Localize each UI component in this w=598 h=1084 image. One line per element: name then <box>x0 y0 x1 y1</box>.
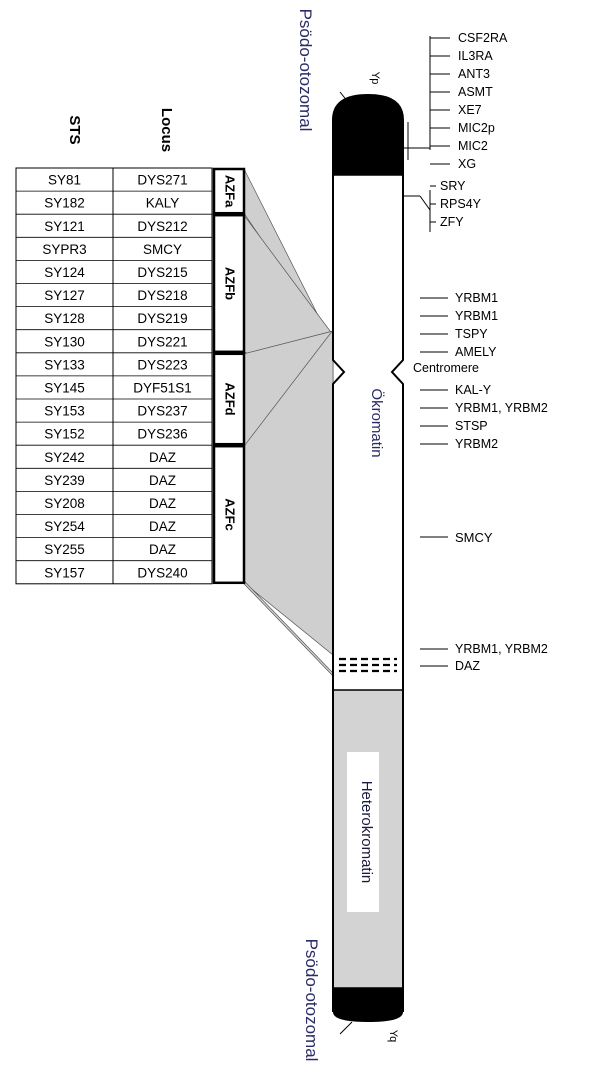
locus-cell: DAZ <box>149 542 176 557</box>
heterochromatin-label-box <box>347 752 379 912</box>
yq-label: Yq <box>387 1030 399 1042</box>
gene-label: XG <box>458 157 476 171</box>
gene-label: AMELY <box>455 345 497 359</box>
sts-cell: SY157 <box>44 565 85 580</box>
sts-cell: SY128 <box>44 311 85 326</box>
locus-cell: DYF51S1 <box>133 380 192 395</box>
gene-label: DAZ <box>455 659 480 673</box>
gene-label: TSPY <box>455 327 488 341</box>
locus-cell: SMCY <box>143 242 182 257</box>
azf-label: AZFc <box>223 498 238 531</box>
locus-cell: DAZ <box>149 496 176 511</box>
smcy-gene-label: SMCY <box>455 530 493 545</box>
chromosome-outline <box>332 120 404 1012</box>
gene-label: MIC2 <box>458 139 488 153</box>
daz-dash-marks <box>339 657 397 673</box>
gene-label: XE7 <box>458 103 482 117</box>
chromosome-top-end <box>332 93 404 121</box>
locus-cell: KALY <box>146 196 180 211</box>
gene-label: STSP <box>455 419 488 433</box>
locus-cell: DAZ <box>149 450 176 465</box>
locus-cell: DYS215 <box>137 265 187 280</box>
sts-cell: SY255 <box>44 542 85 557</box>
sts-cell: SY145 <box>44 380 85 395</box>
euchromatin-label: Ökromatin <box>368 388 386 457</box>
gene-label: MIC2p <box>458 121 495 135</box>
centromere-label: Centromere <box>413 361 479 375</box>
heterochromatin-label: Heterokromatin <box>358 781 375 884</box>
gene-label: YRBM1, YRBM2 <box>455 401 548 415</box>
azf-label: AZFa <box>223 175 238 208</box>
chromosome: Heterokromatin Ökromatin <box>332 93 404 1022</box>
sts-column-header: STS <box>66 115 83 144</box>
sts-cell: SY130 <box>44 334 85 349</box>
pseudoautosomal-top-label: Psödo-otozomal <box>296 9 315 132</box>
pseudoautosomal-cap-bottom <box>333 988 403 1022</box>
azf-box-azfa <box>212 167 246 215</box>
gene-label: YRBM1 <box>455 309 498 323</box>
sry-connector-b <box>419 195 431 211</box>
sts-cell: SY242 <box>44 450 85 465</box>
sts-cell: SY133 <box>44 357 85 372</box>
sts-cell: SY182 <box>44 196 85 211</box>
sts-cell: SY121 <box>44 219 85 234</box>
locus-cell: DYS240 <box>137 565 187 580</box>
locus-cell: DYS221 <box>137 334 187 349</box>
gene-label: IL3RA <box>458 49 493 63</box>
yp-label: Yp <box>369 72 381 85</box>
locus-cell: DYS218 <box>137 288 187 303</box>
azf-label: AZFb <box>223 267 238 300</box>
locus-cell: DYS219 <box>137 311 187 326</box>
sts-cell: SY254 <box>44 519 85 534</box>
yq-pointer <box>339 1021 353 1035</box>
locus-column-header: Locus <box>158 108 175 152</box>
sts-cell: SY239 <box>44 473 85 488</box>
sts-cell: SYPR3 <box>42 242 86 257</box>
gene-label: ASMT <box>458 85 493 99</box>
sts-cell: SY152 <box>44 427 85 442</box>
gene-label: YRBM2 <box>455 437 498 451</box>
azf-label: AZFd <box>223 382 238 415</box>
gene-label: CSF2RA <box>458 31 508 45</box>
gene-label: ZFY <box>440 215 464 229</box>
sts-cell: SY81 <box>48 173 81 188</box>
gene-label: KAL-Y <box>455 383 492 397</box>
gene-label: YRBM1, YRBM2 <box>455 642 548 656</box>
sts-cell: SY124 <box>44 265 85 280</box>
locus-cell: DYS223 <box>137 357 187 372</box>
azf-box-azfc <box>212 444 246 585</box>
yp-pointer <box>339 91 349 103</box>
sts-cell: SY208 <box>44 496 85 511</box>
locus-cell: DYS212 <box>137 219 187 234</box>
gene-label: YRBM1 <box>455 291 498 305</box>
pseudoautosomal-bottom-label: Psödo-otozomal <box>302 939 321 1062</box>
gene-label: RPS4Y <box>440 197 482 211</box>
gene-label: SRY <box>440 179 466 193</box>
locus-cell: DYS237 <box>137 404 187 419</box>
pseudoautosomal-cap-top <box>333 95 403 175</box>
locus-cell: DYS236 <box>137 427 187 442</box>
sts-cell: SY127 <box>44 288 85 303</box>
deletion-projections <box>243 168 334 677</box>
locus-cell: DAZ <box>149 473 176 488</box>
locus-cell: DAZ <box>149 519 176 534</box>
gene-label: ANT3 <box>458 67 490 81</box>
azf-box-azfd <box>212 352 246 446</box>
sts-cell: SY153 <box>44 404 85 419</box>
azf-box-azfb <box>212 213 246 354</box>
locus-cell: DYS271 <box>137 173 187 188</box>
